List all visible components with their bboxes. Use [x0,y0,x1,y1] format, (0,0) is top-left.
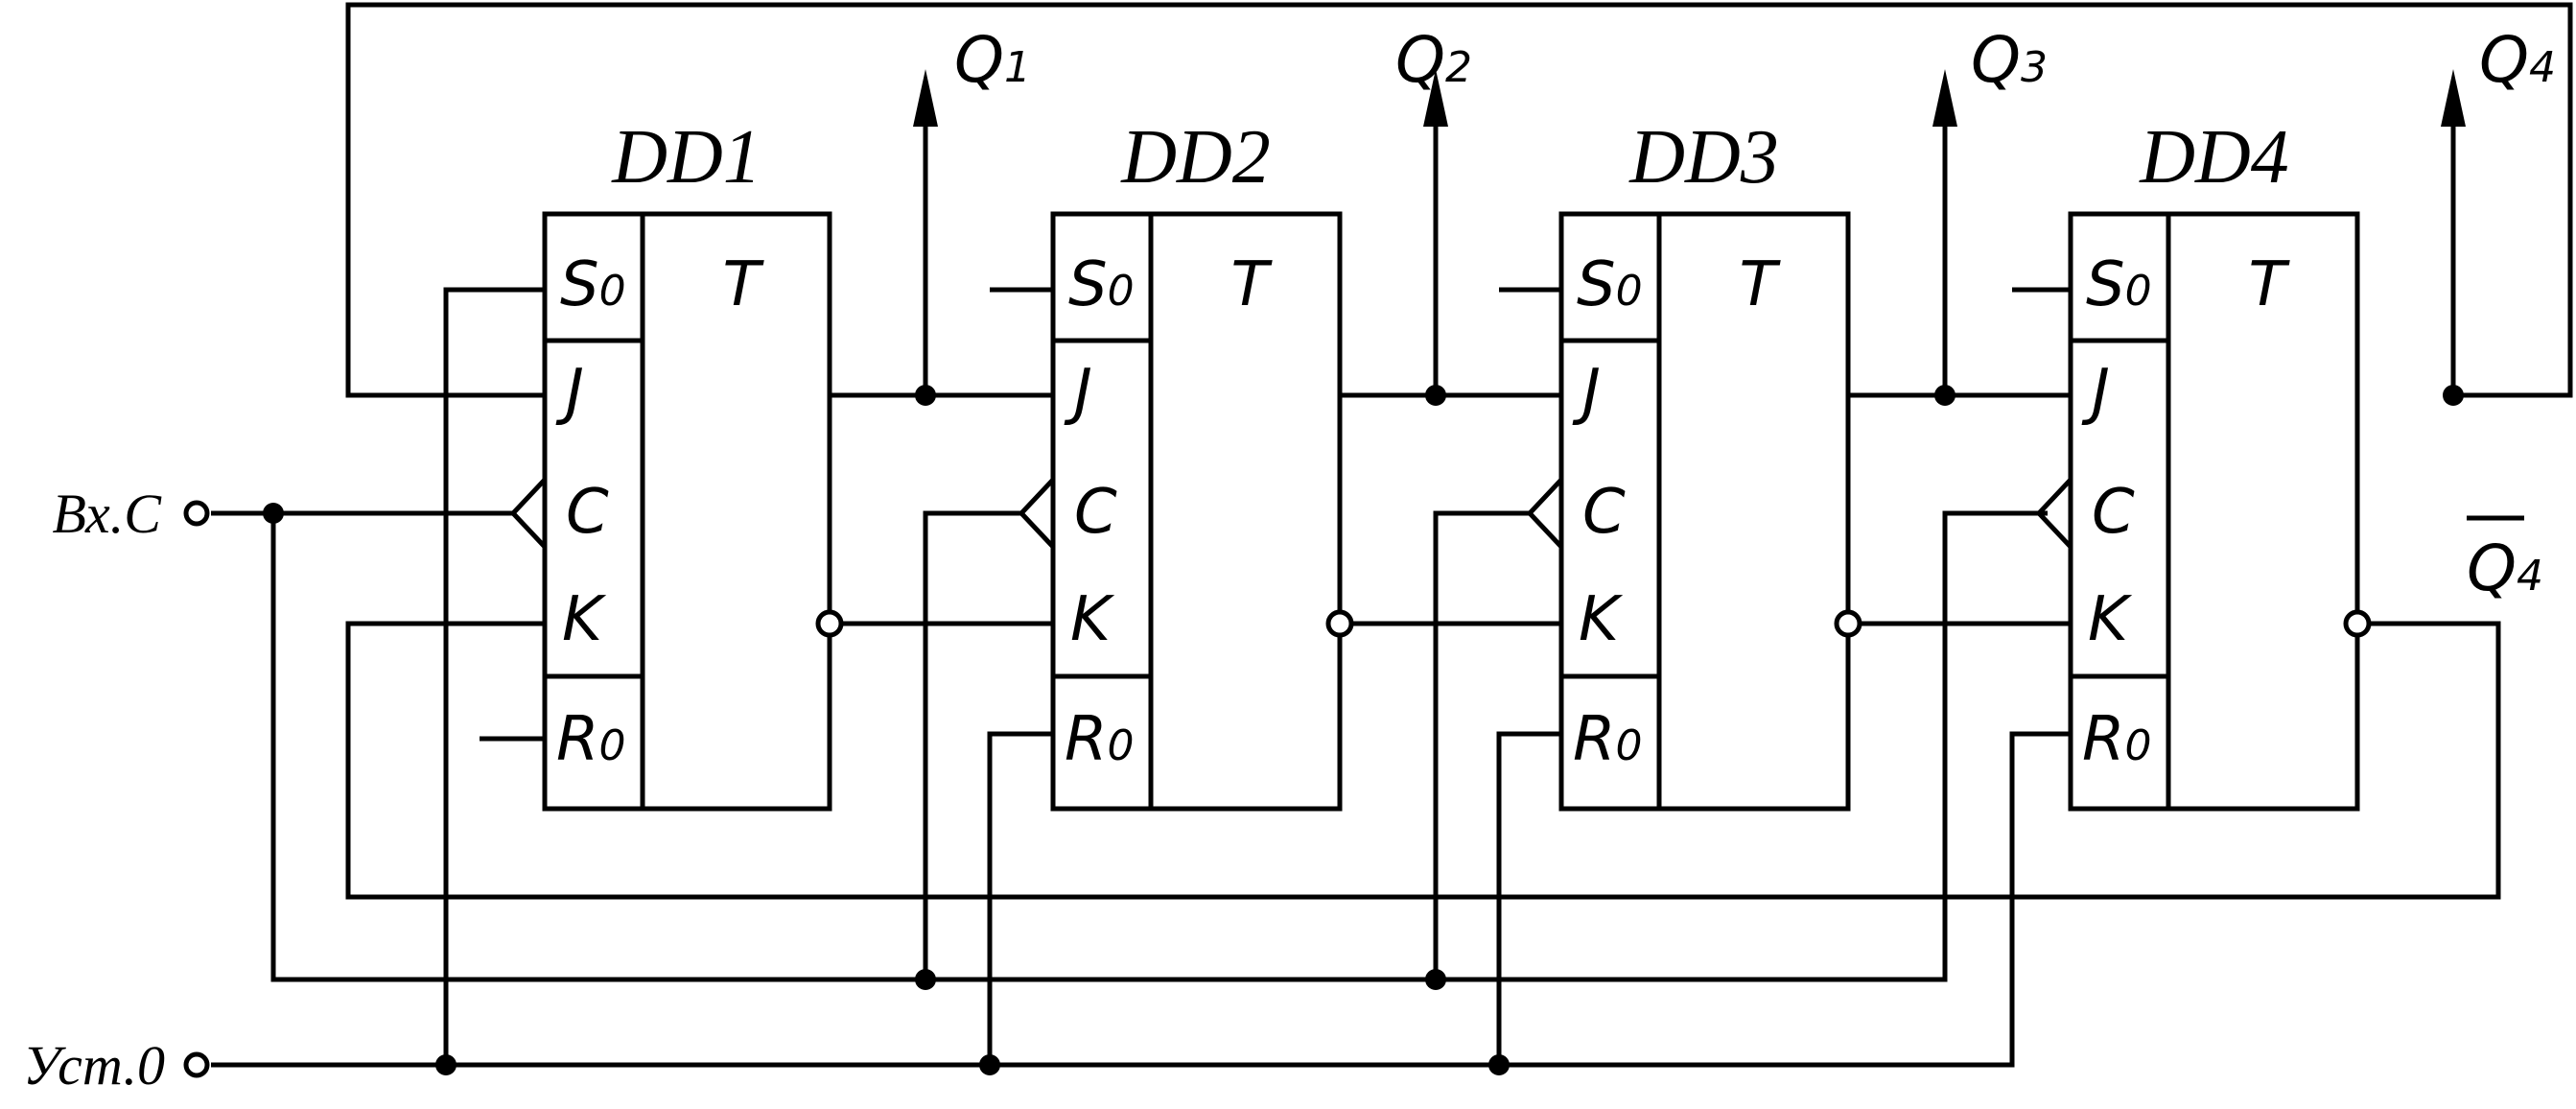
reset-input-terminal [183,1051,210,1078]
inverted-output-label: Q4 [2467,531,2543,605]
junction-dot [1934,385,1955,406]
pin-c-label: C [1074,477,1117,548]
reset-bus [211,287,2071,1068]
feedback-nq4-to-k1 [345,621,2501,900]
junction-dot [435,1054,457,1075]
inverted-output-bubble-dd3 [1834,609,1862,638]
junction-dot [1488,1054,1510,1075]
arrow-up-icon [1932,69,1957,127]
arrow-up-icon [913,69,938,127]
junction-dot [979,1054,1000,1075]
inverted-output-bubble-dd1 [815,609,844,638]
junction-dot [2443,385,2464,406]
flip-flop-body [1558,211,1851,812]
feedback-q4-to-j1 [345,2,2573,398]
flip-flop-name: DD3 [1628,115,1779,200]
pin-k-label: K [2088,584,2133,655]
pin-r-label: R0 [1065,704,1134,775]
inverted-output-bubble-dd2 [1325,609,1354,638]
pin-r-label: R0 [556,704,625,775]
junction-dot [263,503,284,524]
pin-k-label: K [562,584,607,655]
pin-c-label: C [2092,477,2135,548]
clock-triangle-icon [1526,478,1563,549]
reset-input-label: Уст.0 [23,1034,165,1097]
flip-flop-body [542,211,832,812]
clock-input-terminal [183,500,210,527]
pin-r-label: R0 [1573,704,1642,775]
pin-k-label: K [1579,584,1624,655]
type-label: T [1230,249,1273,320]
pin-c-label: C [1582,477,1626,548]
junction-dot [915,385,936,406]
clock-bus [211,510,2048,982]
flip-flop-name: DD4 [2139,115,2289,200]
pin-s-label: S0 [1577,249,1643,320]
type-label: T [2248,249,2290,320]
flip-flop-dd2: DD2 T S0 J C K R0 [1018,115,1343,812]
pin-s-label: S0 [560,249,626,320]
flip-flop-dd1: DD1 T S0 J C K R0 [509,115,832,812]
flip-flop-dd3: DD3 T S0 J C K R0 [1526,115,1851,812]
pin-s-label: S0 [1068,249,1135,320]
type-label: T [722,249,764,320]
output-q3-label: Q3 [1971,23,2048,97]
clock-triangle-icon [2035,478,2073,549]
output-q2-label: Q2 [1395,23,1472,97]
pin-r-label: R0 [2082,704,2151,775]
flip-flop-name: DD1 [611,115,761,200]
wires [211,2,2573,1068]
output-q4-label: Q4 [2479,23,2556,97]
junction-dots [263,385,2464,1075]
pin-c-label: C [566,477,609,548]
pin-k-label: K [1070,584,1115,655]
output-q1-label: Q1 [954,23,1031,97]
clock-input-label: Вх.С [52,483,162,545]
flip-flop-body [2068,211,2360,812]
inverted-output-bubble-dd4 [2343,609,2372,638]
clock-triangle-icon [509,478,547,549]
flip-flop-name: DD2 [1120,115,1271,200]
junction-dot [915,969,936,990]
pin-s-label: S0 [2086,249,2152,320]
junction-dot [1425,385,1446,406]
junction-dot [1425,969,1446,990]
flip-flop-dd4: DD4 T S0 J C K R0 [2035,115,2360,812]
clock-triangle-icon [1018,478,1055,549]
arrow-up-icon [2441,69,2466,127]
arrow-up-icon [1423,69,1448,127]
flip-flop-body [1050,211,1343,812]
type-label: T [1739,249,1781,320]
